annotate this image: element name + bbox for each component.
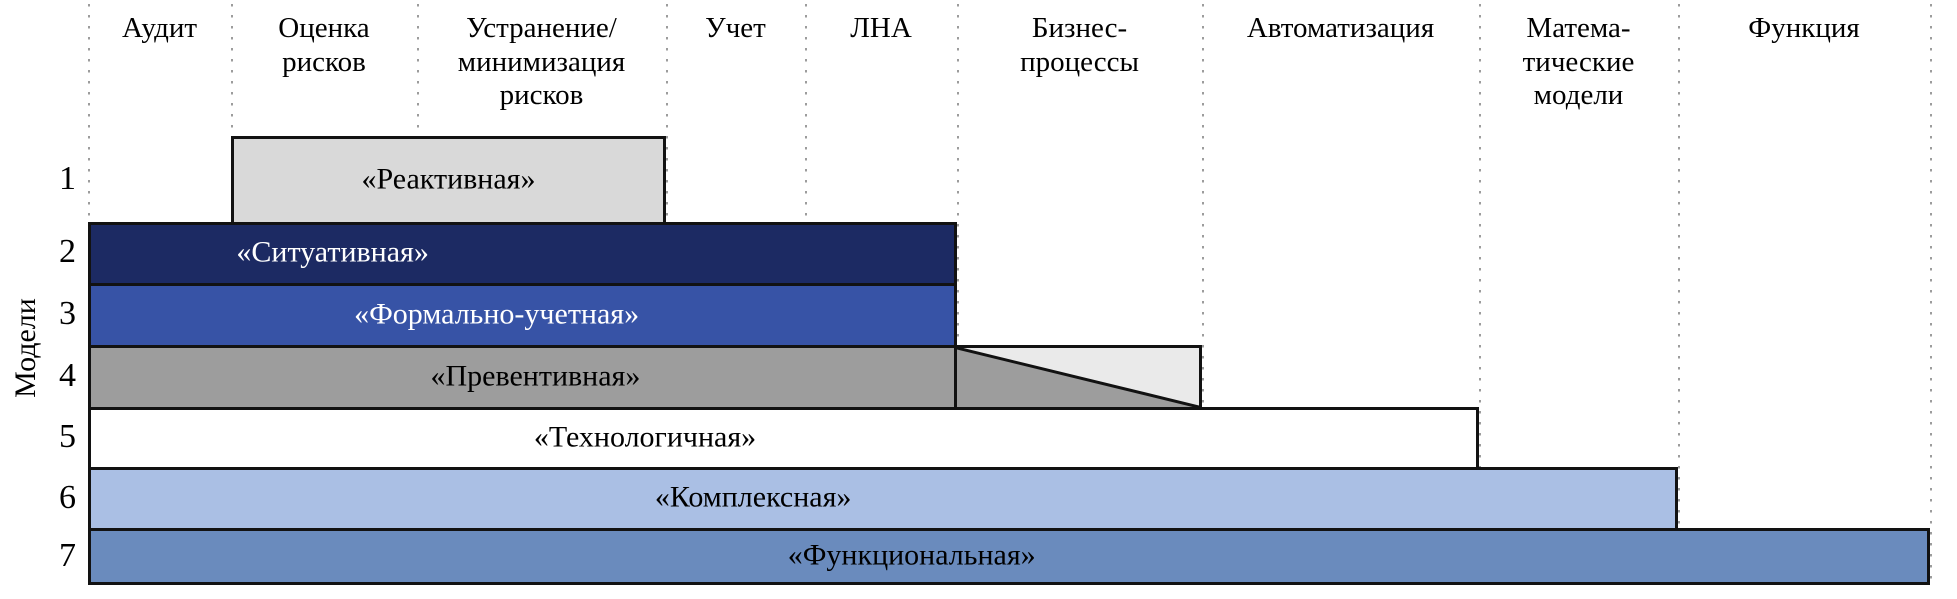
bar-label: «Реактивная» (361, 162, 536, 196)
diagonal-line (957, 348, 1199, 407)
row-number-5: 5 (59, 418, 76, 455)
column-header-lna: ЛНА (850, 12, 912, 44)
column-header-automation: Автоматизация (1246, 12, 1435, 44)
bar-label: «Технологичная» (533, 420, 757, 454)
bar-model-6-complex: «Комплексная» (88, 467, 1678, 531)
bar-model-7-functional: «Функциональная» (88, 528, 1930, 585)
bar-model-2-situational: «Ситуативная» (88, 222, 957, 286)
gridline (1479, 4, 1481, 584)
bar-label: «Комплексная» (654, 480, 852, 514)
row-number-2: 2 (59, 233, 76, 270)
column-header-accounting: Учет (705, 12, 766, 44)
column-header-function: Функция (1748, 12, 1860, 44)
bar-label: «Формально-учетная» (354, 297, 640, 331)
row-number-1: 1 (59, 160, 76, 197)
row-number-4: 4 (59, 357, 76, 394)
column-header-audit: Аудит (121, 12, 198, 44)
bar-label: «Функциональная» (787, 538, 1036, 572)
row-number-7: 7 (59, 537, 76, 574)
column-header-math-models: Матема- тические модели (1522, 12, 1635, 112)
gridline (1678, 4, 1680, 584)
row-number-3: 3 (59, 295, 76, 332)
gridline (1930, 4, 1932, 584)
bar-model-3-formal-accounting: «Формально-учетная» (88, 283, 957, 348)
gridline (957, 4, 959, 584)
column-header-business-processes: Бизнес- процессы (1020, 12, 1139, 78)
bar-label: «Превентивная» (430, 359, 641, 393)
column-header-risk-elimination: Устранение/ минимизация рисков (457, 12, 626, 112)
bar-model-1-reactive: «Реактивная» (231, 136, 666, 225)
bar-model-4-extension (954, 345, 1202, 410)
row-number-6: 6 (59, 479, 76, 516)
gridline (1202, 4, 1204, 584)
bar-label: «Ситуативная» (236, 235, 429, 269)
bar-model-5-technological: «Технологичная» (88, 407, 1479, 470)
column-header-risk-assessment: Оценка рисков (278, 12, 370, 78)
bar-model-4-preventive: «Превентивная» (88, 345, 957, 410)
